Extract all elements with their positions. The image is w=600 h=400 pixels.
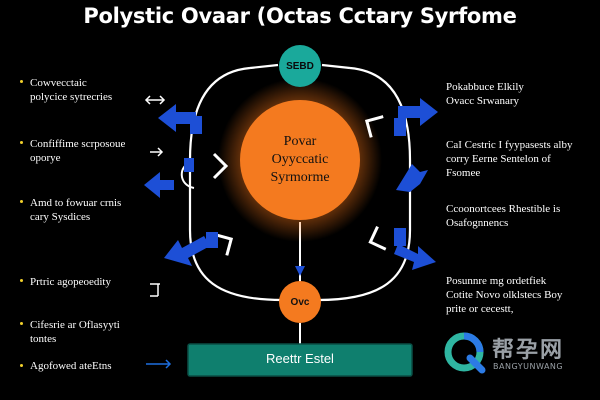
arrowhead-center-down (295, 266, 305, 276)
loop-link-top-left (249, 63, 279, 70)
left-item-6: Agofowed ateEtns (30, 359, 150, 373)
watermark-main-text: 帮孕网 (492, 338, 565, 363)
left-item-5-line-1: Cifesrie ar Oflasyyti (30, 319, 120, 331)
bullet-left-4 (20, 279, 23, 282)
blue-arrow-right-top (398, 98, 438, 126)
center-label-line-2: Oyyccatic (271, 152, 329, 167)
blue-arrow-left-mid (144, 172, 174, 198)
bottom-small-label: Ovc (290, 297, 310, 308)
small-arrow-l6 (146, 359, 172, 369)
right-item-2: CaI Cestric I fyypasests alby corry Eern… (446, 138, 596, 180)
center-label-line-3: Syrmorme (270, 170, 330, 185)
bullet-left-6 (20, 364, 23, 367)
bullet-left-1 (20, 80, 23, 83)
watermark-logo-icon (444, 332, 486, 374)
blue-arrow-left-low (164, 236, 210, 266)
blue-block-left-mid (184, 158, 194, 172)
watermark: 帮孕网 BANGYUNWANG (442, 330, 592, 376)
blue-block-right-low (394, 228, 406, 246)
white-arrow-left-lower (214, 233, 234, 256)
loop-link-top-right (321, 63, 351, 70)
right-item-4-line-2: Cotite Novo olklstecs Boy (446, 289, 563, 301)
left-item-4-line-1: Prtric agopeoedity (30, 276, 111, 288)
white-arrow-right-lower (368, 226, 387, 251)
blue-block-left-low (206, 232, 218, 248)
right-item-1: Pokabbuce Elkily Ovacc Srwanary (446, 80, 596, 108)
right-item-1-line-2: Ovacc Srwanary (446, 95, 519, 107)
blue-arrow-left-top (158, 104, 196, 132)
blue-arrow-right-mid (396, 164, 428, 192)
cycle-loop (188, 66, 283, 302)
right-item-2-line-2: corry Eerne Sentelon of (446, 153, 551, 165)
center-label-line-1: Povar (283, 134, 317, 149)
left-item-1: Cowvecctaic polycice sytrecries (30, 76, 150, 104)
bottom-small-circle (279, 281, 321, 323)
left-item-2-line-2: oporye (30, 152, 61, 164)
bullet-left-2 (20, 141, 23, 144)
bottom-box (187, 343, 413, 377)
bottom-box-label: Reettr Estel (266, 351, 334, 366)
center-circle (240, 100, 360, 220)
left-item-3-line-2: cary Sysdices (30, 211, 91, 223)
right-item-1-line-1: Pokabbuce Elkily (446, 81, 524, 93)
right-item-3-line-1: Ccoonortcees Rhestible is (446, 203, 561, 215)
right-item-2-line-3: Fsomee (446, 167, 481, 179)
small-arrow-l2 (150, 147, 164, 157)
cycle-loop-right (317, 66, 412, 302)
center-node-label: Povar Oyyccatic Syrmorme (245, 133, 355, 187)
small-arrow-l1 (144, 95, 166, 105)
top-badge-label: SEBD (286, 61, 314, 72)
left-item-4: Prtric agopeoedity (30, 275, 150, 289)
white-arrow-right-upper (364, 115, 384, 138)
blue-block-right-top (394, 118, 406, 136)
left-item-5-line-2: tontes (30, 333, 57, 345)
left-item-2: Confiffime scrposoue oporye (30, 137, 150, 165)
left-item-2-line-1: Confiffime scrposoue (30, 138, 126, 150)
left-item-3: Amd to fowuar crnis cary Sysdices (30, 196, 150, 224)
top-badge-circle (279, 45, 321, 87)
left-item-6-line-1: Agofowed ateEtns (30, 360, 112, 372)
left-item-1-line-1: Cowvecctaic (30, 77, 87, 89)
small-arrow-l4 (150, 283, 160, 297)
left-item-1-line-2: polycice sytrecries (30, 91, 113, 103)
right-item-4: Posunnre mg ordetfiek Cotite Novo olklst… (446, 274, 596, 316)
watermark-sub-text: BANGYUNWANG (493, 362, 564, 371)
bullet-left-5 (20, 322, 23, 325)
left-item-3-line-1: Amd to fowuar crnis (30, 197, 122, 209)
white-arrow-left-upper (212, 152, 229, 180)
right-item-4-line-3: prite or cecestt, (446, 303, 514, 315)
right-item-3-line-2: Osafognnencs (446, 217, 509, 229)
diagram-title: Polystic Ovaar (Octas Cctary Syrfome (83, 4, 517, 28)
left-item-5: Cifesrie ar Oflasyyti tontes (30, 318, 150, 346)
bullet-left-3 (20, 200, 23, 203)
blue-block-left-top (190, 116, 202, 134)
blue-arrow-right-low (394, 244, 436, 270)
right-item-2-line-1: CaI Cestric I fyypasests alby (446, 139, 573, 151)
right-item-4-line-1: Posunnre mg ordetfiek (446, 275, 547, 287)
right-item-3: Ccoonortcees Rhestible is Osafognnencs (446, 202, 596, 230)
